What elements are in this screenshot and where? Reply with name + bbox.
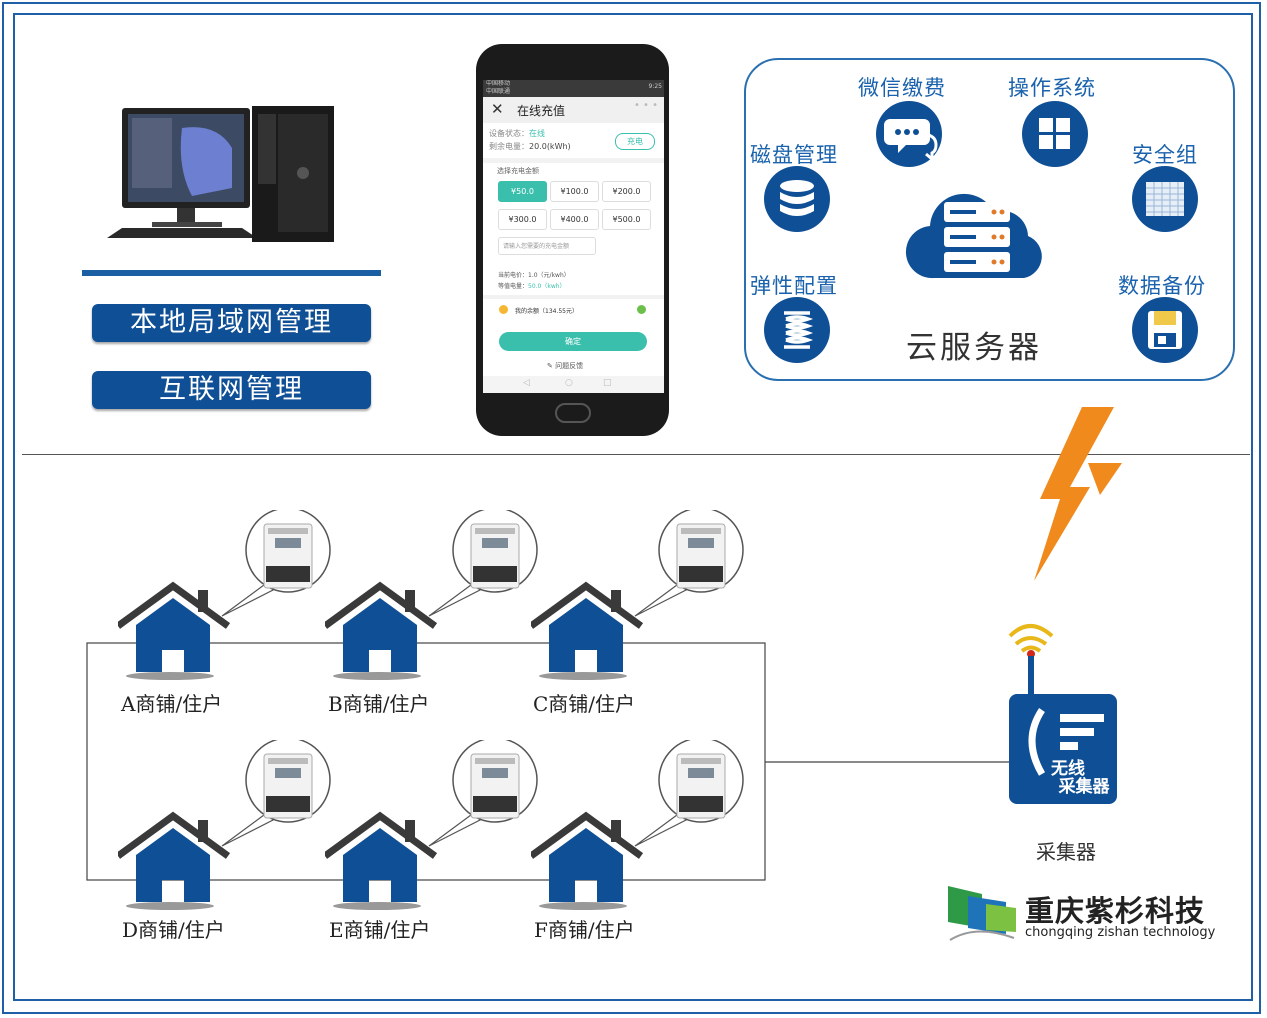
status-time: 9:25 — [648, 83, 662, 90]
internet-management-label: 互联网管理 — [92, 371, 371, 409]
brand-logo-icon — [948, 886, 1016, 941]
phone-status-bar: 中国移动 中国联通 9:25 — [483, 80, 664, 97]
more-icon[interactable]: • • • — [633, 100, 658, 111]
coin-icon — [499, 305, 508, 314]
phone-separator-2 — [483, 295, 664, 299]
amount-option[interactable]: ¥500.0 — [602, 209, 651, 230]
equiv-label: 等值电量： — [498, 283, 529, 290]
cloud-server-label: 云服务器 — [906, 330, 1042, 366]
house-label-d: D商铺/住户 — [122, 918, 225, 942]
equiv-value: 50.0（kwh） — [528, 283, 566, 290]
chat-bubble-icon — [876, 101, 942, 167]
collector-device-text-2: 采集器 — [1058, 776, 1111, 797]
select-amount-label: 选择充电金额 — [497, 167, 539, 175]
house-label-f: F商铺/住户 — [534, 918, 635, 942]
wireless-collector-icon: 无线 采集器 — [1008, 624, 1117, 804]
back-nav-icon[interactable]: ◁ — [523, 378, 530, 388]
cloud-server-panel — [744, 58, 1235, 381]
close-icon[interactable]: ✕ — [491, 100, 504, 118]
device-status-label: 设备状态： — [489, 129, 529, 138]
house-label-e: E商铺/住户 — [329, 918, 431, 942]
confirm-button[interactable]: 确定 — [499, 332, 647, 351]
inner-frame — [13, 13, 1253, 1001]
collector-label: 采集器 — [1036, 840, 1096, 864]
phone-screen: 中国移动 中国联通 9:25 ✕ 在线充值 • • • 设备状态：在线 剩余电量… — [483, 80, 664, 393]
balance-label: 我的余额（134.55元） — [515, 308, 578, 315]
house-e — [325, 740, 538, 910]
brand-subtitle: chongqing zishan technology — [1025, 925, 1216, 940]
section-divider — [22, 454, 1250, 455]
phone-page-title: 在线充值 — [517, 104, 566, 118]
amount-option[interactable]: ¥100.0 — [550, 181, 599, 202]
phone-app-bar: ✕ 在线充值 • • • — [483, 97, 664, 123]
recent-nav-icon[interactable]: □ — [603, 378, 612, 388]
home-nav-icon[interactable]: ○ — [565, 378, 573, 388]
remaining-value: 20.0(kWh) — [529, 142, 571, 151]
house-a — [118, 510, 331, 680]
feature-label-backup: 数据备份 — [1118, 274, 1206, 298]
feature-label-disk: 磁盘管理 — [750, 143, 838, 167]
house-f — [531, 740, 744, 910]
phone-nav-bar: ◁ ○ □ — [483, 376, 664, 393]
house-d — [118, 740, 331, 910]
local-network-management-label: 本地局域网管理 — [92, 304, 371, 342]
feedback-label: 问题反馈 — [555, 362, 584, 370]
feature-label-os: 操作系统 — [1008, 76, 1096, 100]
feature-label-security-group: 安全组 — [1132, 143, 1198, 167]
device-status-value: 在线 — [529, 129, 545, 138]
computer-underline-bar — [82, 270, 381, 276]
amount-option[interactable]: ¥50.0 — [498, 181, 547, 202]
carrier-2: 中国联通 — [486, 88, 511, 95]
feedback-link[interactable]: ✎ 问题反馈 — [547, 362, 584, 370]
house-b — [325, 510, 538, 680]
house-label-c: C商铺/住户 — [533, 692, 636, 716]
desktop-computer-icon — [107, 106, 334, 242]
cloud-server-icon — [905, 193, 1042, 279]
price-label: 当前电价： — [498, 272, 529, 279]
house-label-b: B商铺/住户 — [328, 692, 430, 716]
security-grid-icon — [1132, 166, 1198, 232]
house-label-a: A商铺/住户 — [121, 692, 223, 716]
windows-icon — [1022, 101, 1088, 167]
collector-device-text-1: 无线 — [1050, 758, 1085, 779]
house-c — [531, 510, 744, 680]
database-icon — [764, 166, 830, 232]
spring-icon — [764, 297, 830, 363]
feature-label-wechat-pay: 微信缴费 — [858, 76, 946, 100]
recharge-button[interactable]: 充电 — [615, 133, 655, 150]
amount-option[interactable]: ¥200.0 — [602, 181, 651, 202]
floppy-disk-icon — [1132, 297, 1198, 363]
check-icon[interactable] — [637, 305, 646, 314]
phone-separator — [483, 158, 664, 163]
carrier-1: 中国移动 — [486, 80, 511, 87]
feature-label-elastic: 弹性配置 — [750, 274, 838, 298]
custom-amount-input[interactable]: 请输入您需要的充电金额 — [498, 237, 596, 255]
price-value: 1.0（元/kwh） — [528, 272, 570, 279]
phone-home-button — [555, 403, 591, 423]
amount-option[interactable]: ¥400.0 — [550, 209, 599, 230]
brand-name: 重庆紫杉科技 — [1025, 894, 1206, 928]
lightning-bolt-icon — [1034, 407, 1122, 581]
amount-option[interactable]: ¥300.0 — [498, 209, 547, 230]
remaining-label: 剩余电量： — [489, 142, 529, 151]
